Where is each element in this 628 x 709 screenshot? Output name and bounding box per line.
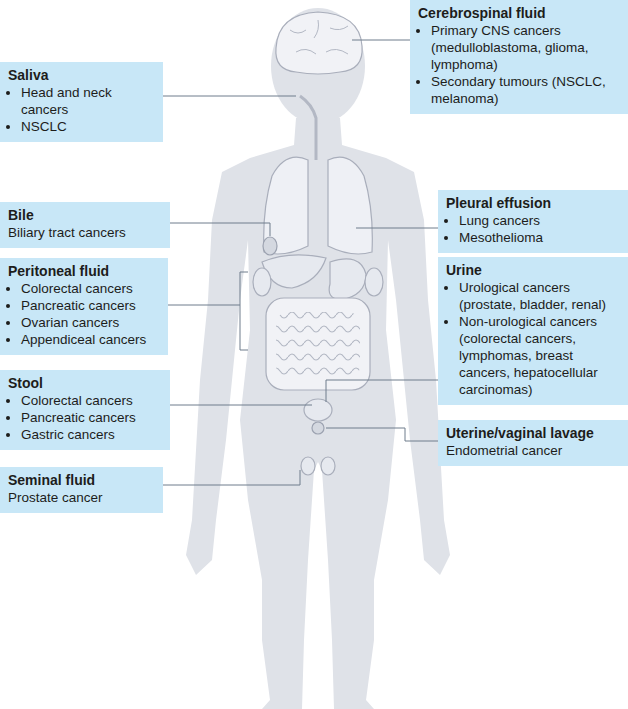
- gallbladder: [263, 237, 277, 255]
- fluid-box: Uterine/vaginal lavageEndometrial cancer: [438, 420, 628, 466]
- fluid-box: Seminal fluidProstate cancer: [0, 467, 163, 513]
- list-item: Primary CNS cancers (medulloblastoma, gl…: [431, 22, 620, 73]
- box-text: Endometrial cancer: [446, 442, 620, 459]
- box-heading: Urine: [446, 262, 620, 279]
- list-item: Ovarian cancers: [21, 314, 160, 331]
- list-item: Head and neck cancers: [21, 84, 155, 118]
- fluid-box: Pleural effusionLung cancersMesothelioma: [438, 190, 628, 253]
- cancer-list: Colorectal cancersPancreatic cancersGast…: [8, 392, 162, 443]
- kidney: [253, 268, 271, 296]
- left-lung: [264, 157, 308, 254]
- box-heading: Saliva: [8, 67, 155, 84]
- list-item: NSCLC: [21, 118, 155, 135]
- fluid-box: Cerebrospinal fluidPrimary CNS cancers (…: [410, 0, 628, 114]
- box-heading: Seminal fluid: [8, 472, 155, 489]
- leader-lines: [163, 40, 438, 485]
- box-heading: Stool: [8, 375, 162, 392]
- testis: [301, 457, 315, 475]
- list-item: Gastric cancers: [21, 426, 162, 443]
- list-item: Appendiceal cancers: [21, 331, 160, 348]
- list-item: Urological cancers (prostate, bladder, r…: [459, 279, 620, 313]
- list-item: Non-urological cancers (colorectal cance…: [459, 313, 620, 398]
- fluid-box: BileBiliary tract cancers: [0, 202, 170, 248]
- brain: [276, 12, 362, 74]
- box-text: Biliary tract cancers: [8, 224, 162, 241]
- box-text: Prostate cancer: [8, 489, 155, 506]
- list-item: Lung cancers: [459, 212, 620, 229]
- testis: [321, 457, 335, 475]
- cancer-list: Primary CNS cancers (medulloblastoma, gl…: [418, 22, 620, 107]
- body-silhouette: [186, 118, 450, 709]
- cancer-list: Head and neck cancersNSCLC: [8, 84, 155, 135]
- kidney: [365, 268, 383, 296]
- intestines: [266, 298, 370, 390]
- airway: [300, 96, 316, 160]
- list-item: Colorectal cancers: [21, 392, 162, 409]
- stomach: [329, 259, 366, 300]
- cancer-list: Urological cancers (prostate, bladder, r…: [446, 279, 620, 398]
- prostate: [312, 422, 324, 434]
- right-lung: [328, 157, 372, 254]
- cancer-list: Colorectal cancersPancreatic cancersOvar…: [8, 280, 160, 348]
- box-heading: Bile: [8, 207, 162, 224]
- fluid-box: UrineUrological cancers (prostate, bladd…: [438, 257, 628, 405]
- list-item: Secondary tumours (NSCLC, melanoma): [431, 73, 620, 107]
- list-item: Pancreatic cancers: [21, 409, 162, 426]
- fluid-box: SalivaHead and neck cancersNSCLC: [0, 62, 163, 142]
- list-item: Mesothelioma: [459, 229, 620, 246]
- liver: [262, 255, 326, 288]
- fluid-box: Peritoneal fluidColorectal cancersPancre…: [0, 258, 168, 355]
- bladder: [304, 399, 332, 421]
- fluid-box: StoolColorectal cancersPancreatic cancer…: [0, 370, 170, 450]
- box-heading: Pleural effusion: [446, 195, 620, 212]
- box-heading: Uterine/vaginal lavage: [446, 425, 620, 442]
- head: [271, 8, 365, 124]
- box-heading: Cerebrospinal fluid: [418, 5, 620, 22]
- list-item: Pancreatic cancers: [21, 297, 160, 314]
- cancer-list: Lung cancersMesothelioma: [446, 212, 620, 246]
- box-heading: Peritoneal fluid: [8, 263, 160, 280]
- list-item: Colorectal cancers: [21, 280, 160, 297]
